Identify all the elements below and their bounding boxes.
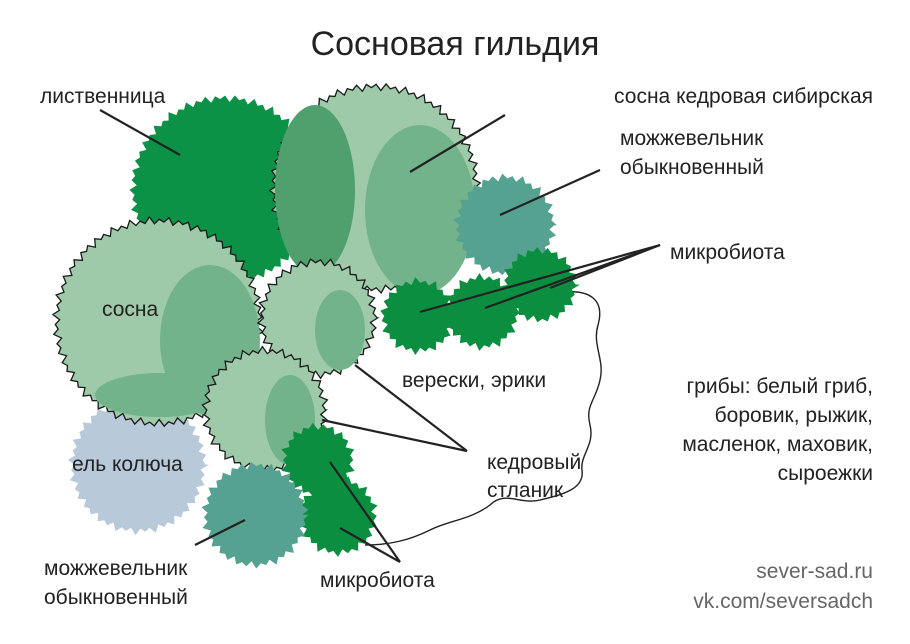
label-pine: сосна [102,298,159,321]
label-mushrooms-1: грибы: белый гриб, [687,375,873,398]
heath-area-outline [364,291,602,546]
label-juniper-bottom-1: можжевельник [44,557,188,580]
label-heath: верески, эрики [402,369,546,392]
leader-larch [99,109,181,156]
label-juniper-top-1: можжевельник [620,127,764,150]
label-cedar-pine: сосна кедровая сибирская [614,85,873,108]
leader-juniper-bottom [194,519,246,546]
leader-dwarf-pine-1 [354,364,468,452]
leader-juniper-top [499,168,601,217]
label-spruce: ель колюча [72,453,183,476]
microbiota-crown-3 [501,247,580,323]
label-microbiota-top: микробиота [670,241,785,264]
juniper-bottom-crown [201,461,309,569]
pine-shading-bottom [95,373,225,417]
label-microbiota-bottom: микробиота [320,569,435,592]
cedar-pine-shading-dark [275,105,355,275]
leader-microbiota-1 [419,243,661,314]
leader-microbiota-b2 [339,527,401,563]
cedar-pine-shading [365,125,475,295]
label-juniper-bottom-2: обыкновенный [44,586,188,609]
leader-lines [99,109,661,563]
label-mushrooms-2: боровик, рыжик, [715,404,873,427]
vk-url[interactable]: vk.com/seversadch [693,590,873,613]
leader-microbiota-3 [549,243,661,290]
diagram-title: Сосновая гильдия [311,25,600,63]
microbiota-crown-2 [444,272,522,351]
label-mushrooms-4: сыроежки [778,462,873,485]
label-mushrooms-3: масленок, маховик, [682,433,873,456]
leader-cedar-pine [409,114,506,173]
site-url[interactable]: sever-sad.ru [756,560,873,583]
leader-dwarf-pine-2 [321,418,468,453]
leader-microbiota-b1 [329,461,401,563]
dwarf-pine-shading-1 [315,290,365,370]
label-dwarf-pine-1: кедровый [487,451,581,474]
label-larch: лиственница [40,85,166,108]
microbiota-crown-1 [380,277,457,356]
label-juniper-top-2: обыкновенный [620,156,764,179]
label-dwarf-pine-2: стланик [487,479,564,502]
